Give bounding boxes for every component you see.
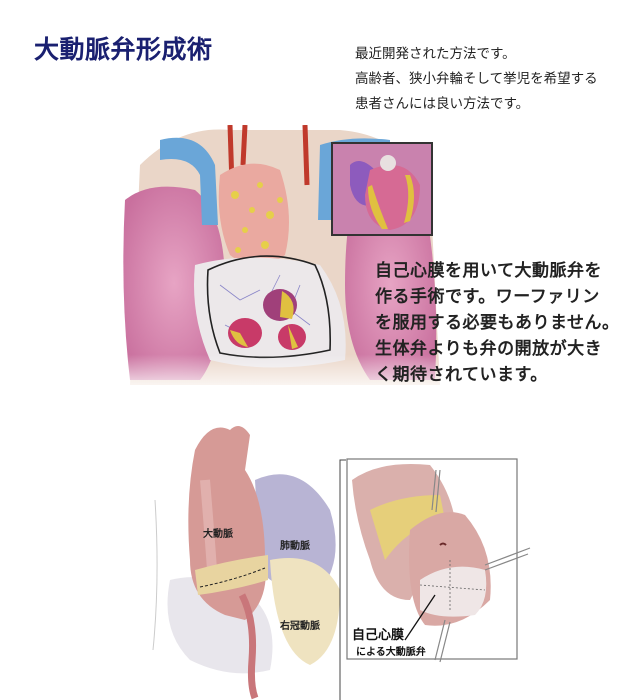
description-line: 自己心膜を用いて大動脈弁を — [375, 261, 602, 281]
heart-inset — [331, 142, 433, 236]
procedure-description: 自己心膜を用いて大動脈弁を 作る手術です。ワーファリン を服用する必要もありませ… — [375, 258, 620, 388]
description-line: 作る手術です。ワーファリン — [375, 287, 600, 307]
label-right-coronary-artery: 右冠動脈 — [280, 621, 320, 632]
chest-anatomy-illustration — [120, 125, 450, 395]
description-line: を服用する必要もありません。 — [375, 313, 620, 333]
description-line: く期待されています。 — [375, 365, 548, 385]
intro-line: 患者さんには良い方法です。 — [355, 96, 530, 112]
callout-aortic-valve: による大動脈弁 — [356, 647, 426, 658]
intro-text: 最近開発された方法です。 高齢者、狭小弁輪そして挙児を希望する 患者さんには良い… — [355, 42, 598, 117]
page-title: 大動脈弁形成術 — [34, 35, 213, 64]
label-pulmonary-artery: 肺動脈 — [280, 541, 310, 552]
intro-line: 高齢者、狭小弁輪そして挙児を希望する — [355, 71, 598, 87]
label-aorta: 大動脈 — [203, 529, 233, 540]
aorta-illustration — [152, 426, 346, 700]
callout-autologous-pericardium: 自己心膜 — [352, 628, 405, 643]
intro-line: 最近開発された方法です。 — [355, 46, 516, 62]
description-line: 生体弁よりも弁の開放が大き — [375, 339, 603, 359]
valve-repair-illustration — [346, 458, 531, 663]
